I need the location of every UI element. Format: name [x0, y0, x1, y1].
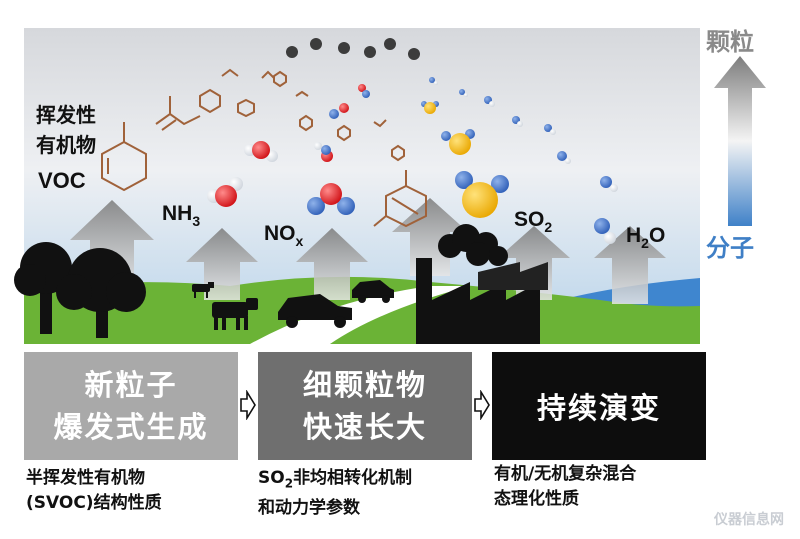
flow-arrow-icon — [474, 390, 490, 420]
voc-label-line2: 有机物 — [36, 133, 96, 157]
voc-label-line1: 挥发性 — [36, 103, 96, 127]
water-molecule — [429, 77, 618, 244]
nitrogen-oxide-molecule — [307, 84, 370, 215]
up-arrow-icon — [186, 228, 258, 300]
ammonia-molecule — [207, 141, 333, 207]
stage-2-caption: SO2非均相转化机制 和动力学参数 — [258, 466, 412, 521]
stage-continuous-evolution: 持续演变 — [492, 352, 706, 460]
up-arrow-icon — [296, 228, 368, 300]
nh3-label: NH3 — [162, 202, 200, 229]
watermark: 仪器信息网 — [714, 512, 784, 528]
stage-3-caption-line1: 有机/无机复杂混合 — [494, 464, 637, 484]
scale-top-label: 颗粒 — [706, 28, 754, 56]
stage-fine-particle-growth: 细颗粒物 快速长大 — [258, 352, 472, 460]
nox-label: NOx — [264, 222, 304, 249]
stage-2-caption-line2: 和动力学参数 — [258, 498, 360, 519]
tree-icon — [14, 242, 146, 338]
factory-icon — [416, 224, 548, 344]
size-scale-arrow — [714, 56, 766, 226]
stage-1-line1: 新粒子 — [84, 368, 178, 402]
so2-label: SO2 — [514, 208, 552, 235]
stage-1-caption-line2: (SVOC)结构性质 — [26, 493, 162, 513]
stage-3-caption: 有机/无机复杂混合 态理化性质 — [494, 462, 636, 512]
road — [250, 286, 470, 344]
stage-1-caption: 半挥发性有机物 (SVOC)结构性质 — [26, 466, 162, 516]
stage-2-line2: 快速长大 — [302, 410, 427, 444]
stage-1-line2: 爆发式生成 — [53, 410, 209, 444]
voc-label-line3: VOC — [38, 168, 86, 193]
stage-new-particle-formation: 新粒子 爆发式生成 — [24, 352, 238, 460]
up-arrow-icon — [594, 226, 666, 304]
sulfur-dioxide-molecule — [421, 101, 509, 218]
stage-1-caption-line1: 半挥发性有机物 — [26, 468, 145, 488]
flow-arrow-icon — [240, 390, 256, 420]
car-icon — [278, 280, 394, 328]
stage-3-caption-line2: 态理化性质 — [494, 489, 579, 509]
stage-2-line1: 细颗粒物 — [302, 368, 427, 402]
stage-3-line1: 持续演变 — [536, 391, 661, 425]
particle-dots — [286, 38, 420, 60]
h2o-label: H2O — [626, 224, 665, 251]
stage-2-caption-line1: SO2非均相转化机制 — [258, 468, 413, 491]
voc-molecules — [101, 68, 427, 228]
scale-bottom-label: 分子 — [706, 235, 754, 262]
cow-icon — [192, 282, 258, 330]
